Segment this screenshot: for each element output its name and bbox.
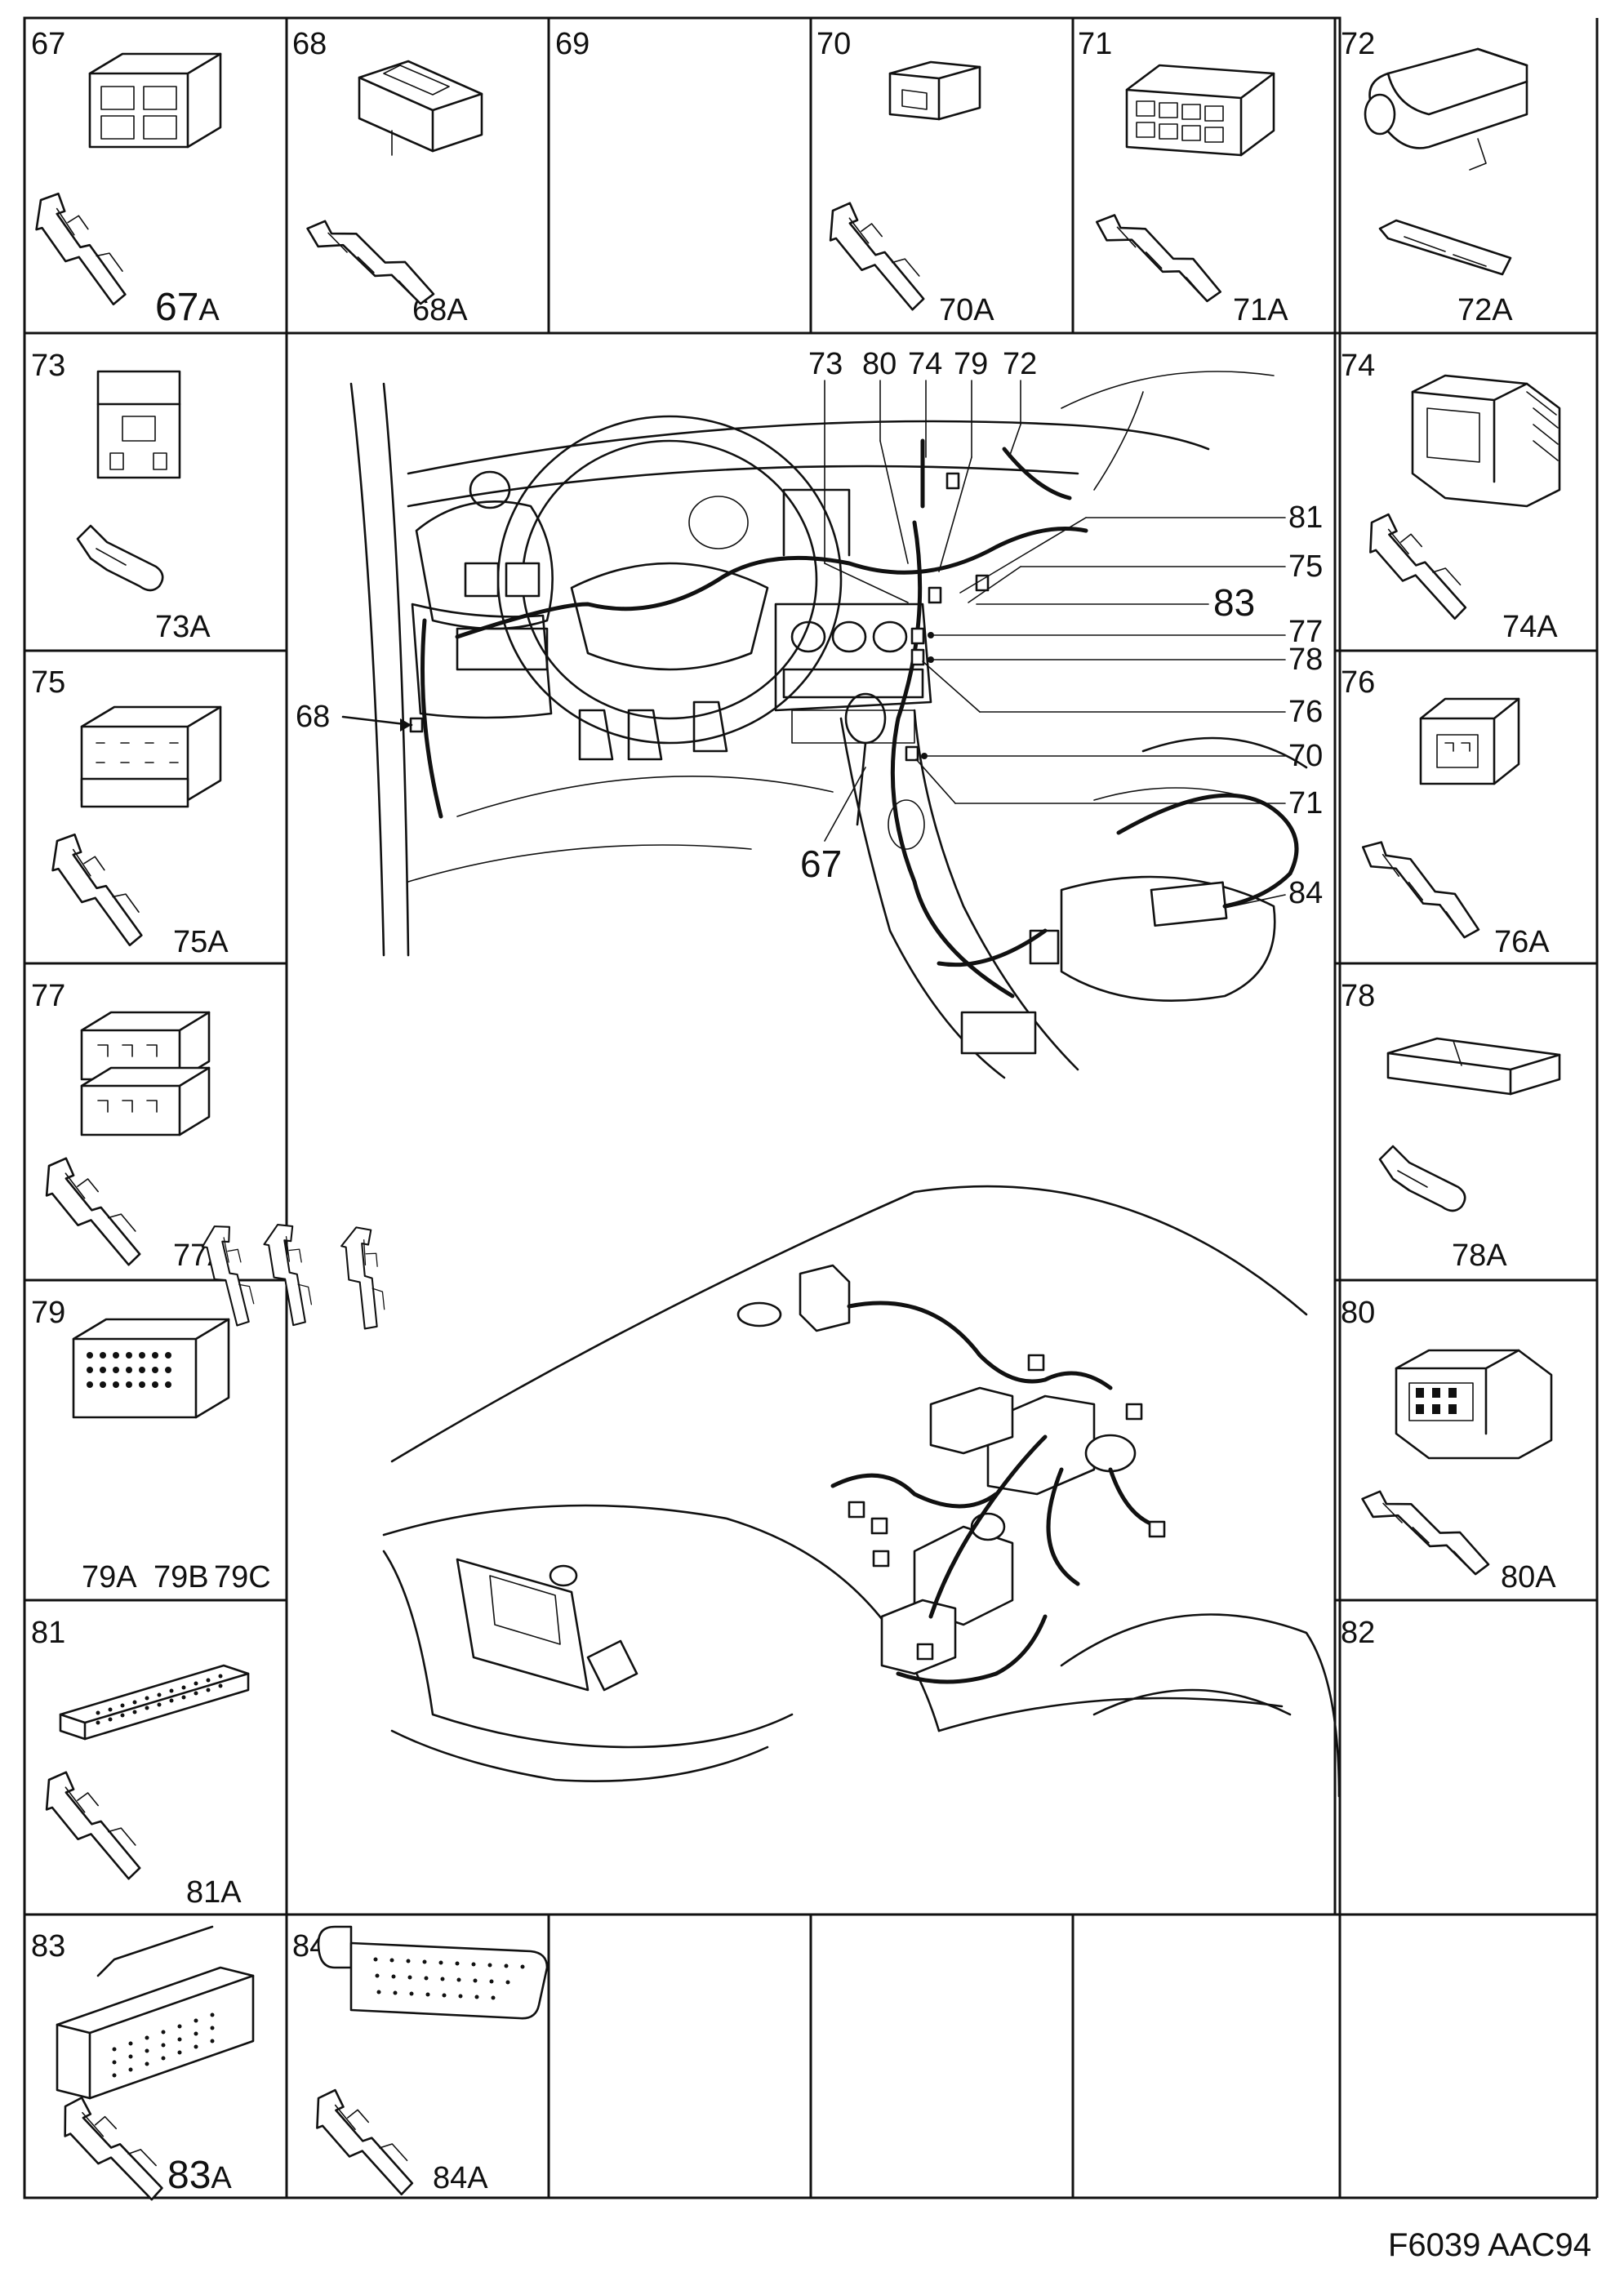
cell-83-terminal-label: 83A [167, 2154, 232, 2197]
connector-79-drawing [72, 1216, 423, 1419]
callout-75-label: 75 [1288, 549, 1323, 584]
interior-dashboard-drawing [349, 371, 1308, 1079]
callout-77-label: 77 [1288, 615, 1323, 649]
grid-lines [23, 16, 1599, 2199]
callout-73-label: 73 [808, 347, 843, 381]
cell-73-label: 73 [31, 349, 65, 383]
connector-72-drawing [1364, 47, 1528, 276]
cell-72-terminal-label: 72A [1457, 293, 1513, 327]
cell-81-label: 81 [31, 1616, 65, 1650]
callout-76-label: 76 [1288, 695, 1323, 729]
engine-bay-drawing [382, 1185, 1341, 1798]
callout-74-label: 74 [908, 347, 942, 381]
callout-70-label: 70 [1288, 739, 1323, 773]
callout-84-label: 84 [1288, 876, 1323, 910]
callout-67-label: 67 [800, 843, 842, 885]
callout-79-label: 79 [954, 347, 988, 381]
cell-labels: 67 68 69 70 71 72 73 74 75 76 77 78 79 8… [31, 27, 1375, 1963]
leader-lines [341, 380, 1286, 909]
callout-labels: 73 80 74 79 72 81 75 83 77 78 76 70 71 8… [296, 347, 1323, 910]
callout-78-label: 78 [1288, 643, 1323, 677]
terminal-labels: 67A 68A 70A 71A 72A 73A 74A 75A 76A 77A … [82, 286, 1558, 2197]
cell-76-terminal-label: 76A [1494, 925, 1550, 959]
cell-79c-terminal-label: 79C [214, 1560, 271, 1594]
cell-80-label: 80 [1341, 1296, 1375, 1330]
cell-73-terminal-label: 73A [155, 610, 211, 644]
cell-67-label: 67 [31, 27, 65, 61]
connector-68-drawing [298, 60, 483, 307]
cell-76-label: 76 [1341, 665, 1375, 700]
cell-68-label: 68 [292, 27, 327, 61]
cell-75-label: 75 [31, 665, 65, 700]
cell-79-label: 79 [31, 1296, 65, 1330]
connector-73-drawing [76, 370, 181, 592]
connector-75-drawing [32, 705, 222, 949]
cell-71-terminal-label: 71A [1233, 293, 1288, 327]
drawing-reference-number: F6039 AAC94 [1387, 2227, 1591, 2263]
connector-77-drawing [29, 1011, 211, 1268]
callout-80-label: 80 [862, 347, 897, 381]
callout-83-label: 83 [1213, 581, 1255, 624]
callout-81-label: 81 [1288, 500, 1323, 535]
cell-74-label: 74 [1341, 349, 1375, 383]
connector-76-drawing [1346, 697, 1520, 942]
cell-79a-terminal-label: 79A [82, 1560, 137, 1594]
cell-71-label: 71 [1078, 27, 1112, 61]
cell-69-label: 69 [555, 27, 590, 61]
connector-84-drawing [301, 1925, 549, 2198]
cell-83-label: 83 [31, 1929, 65, 1963]
connector-78-drawing [1378, 1037, 1561, 1212]
cell-72-label: 72 [1341, 27, 1375, 61]
connector-74-drawing [1355, 374, 1561, 622]
cell-79b-terminal-label: 79B [154, 1560, 209, 1594]
cell-78-label: 78 [1341, 979, 1375, 1013]
callout-71-label: 71 [1288, 786, 1323, 821]
connector-81-drawing [29, 1664, 250, 1882]
callout-68-label: 68 [296, 700, 330, 734]
connector-83-drawing [51, 1925, 255, 2203]
cell-81-terminal-label: 81A [186, 1875, 242, 1910]
cell-67-terminal-label: 67A [155, 286, 220, 329]
connector-80-drawing [1353, 1349, 1553, 1577]
callout-72-label: 72 [1003, 347, 1037, 381]
cell-70-label: 70 [816, 27, 851, 61]
connector-67-drawing [16, 52, 222, 309]
cell-75-terminal-label: 75A [173, 925, 229, 959]
connector-71-drawing [1085, 64, 1275, 305]
cell-78-terminal-label: 78A [1452, 1239, 1507, 1273]
cell-82-label: 82 [1341, 1616, 1375, 1650]
cell-70-terminal-label: 70A [939, 293, 994, 327]
cell-74-terminal-label: 74A [1502, 610, 1558, 644]
cell-80-terminal-label: 80A [1501, 1560, 1556, 1594]
cell-84-terminal-label: 84A [433, 2161, 488, 2195]
cell-77-label: 77 [31, 979, 65, 1013]
connector-70-drawing [812, 60, 981, 313]
